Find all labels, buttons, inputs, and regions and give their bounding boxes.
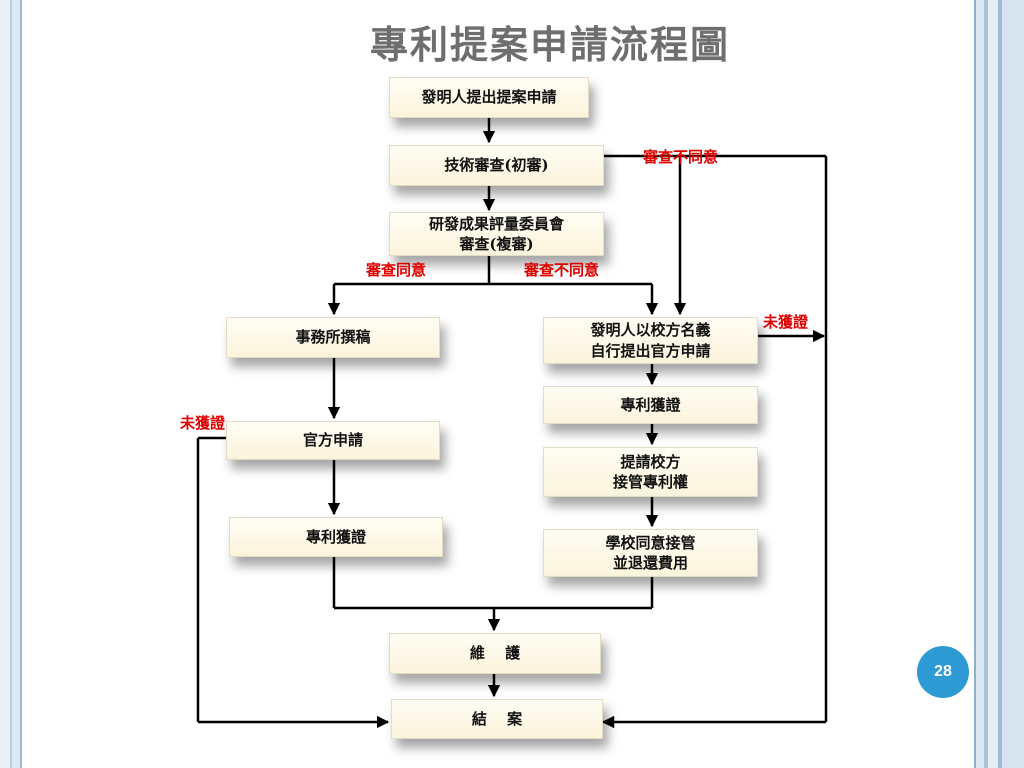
- label-reject-mid: 審查不同意: [524, 261, 600, 279]
- node-granted-right: 專利獲證: [543, 386, 758, 424]
- node-tech-review: 技術審查(初審): [389, 145, 604, 186]
- node-committee: 研發成果評量委員會 審查(複審): [389, 212, 604, 256]
- node-apply: 發明人提出提案申請: [389, 77, 589, 118]
- node-maintain: 維 護: [389, 633, 601, 674]
- label-reject-top: 審查不同意: [643, 148, 719, 166]
- node-agency: 事務所撰稿: [226, 317, 440, 358]
- node-granted-left: 專利獲證: [229, 517, 443, 557]
- slide-title: 專利提案申請流程圖: [369, 22, 730, 67]
- node-inventor-self: 發明人以校方名義 自行提出官方申請: [543, 317, 758, 364]
- slide-left-border: [0, 0, 22, 768]
- node-close: 結 案: [391, 699, 603, 739]
- label-not-granted-right: 未獲證: [763, 313, 809, 331]
- slide-right-border: [974, 0, 1024, 768]
- label-not-granted-left: 未獲證: [180, 414, 226, 432]
- node-request-school: 提請校方 接管專利權: [543, 447, 758, 497]
- node-official-left: 官方申請: [226, 421, 440, 460]
- node-school-agree: 學校同意接管 並退還費用: [543, 529, 758, 577]
- label-approve: 審查同意: [366, 261, 427, 279]
- page-number-badge: 28: [917, 646, 969, 698]
